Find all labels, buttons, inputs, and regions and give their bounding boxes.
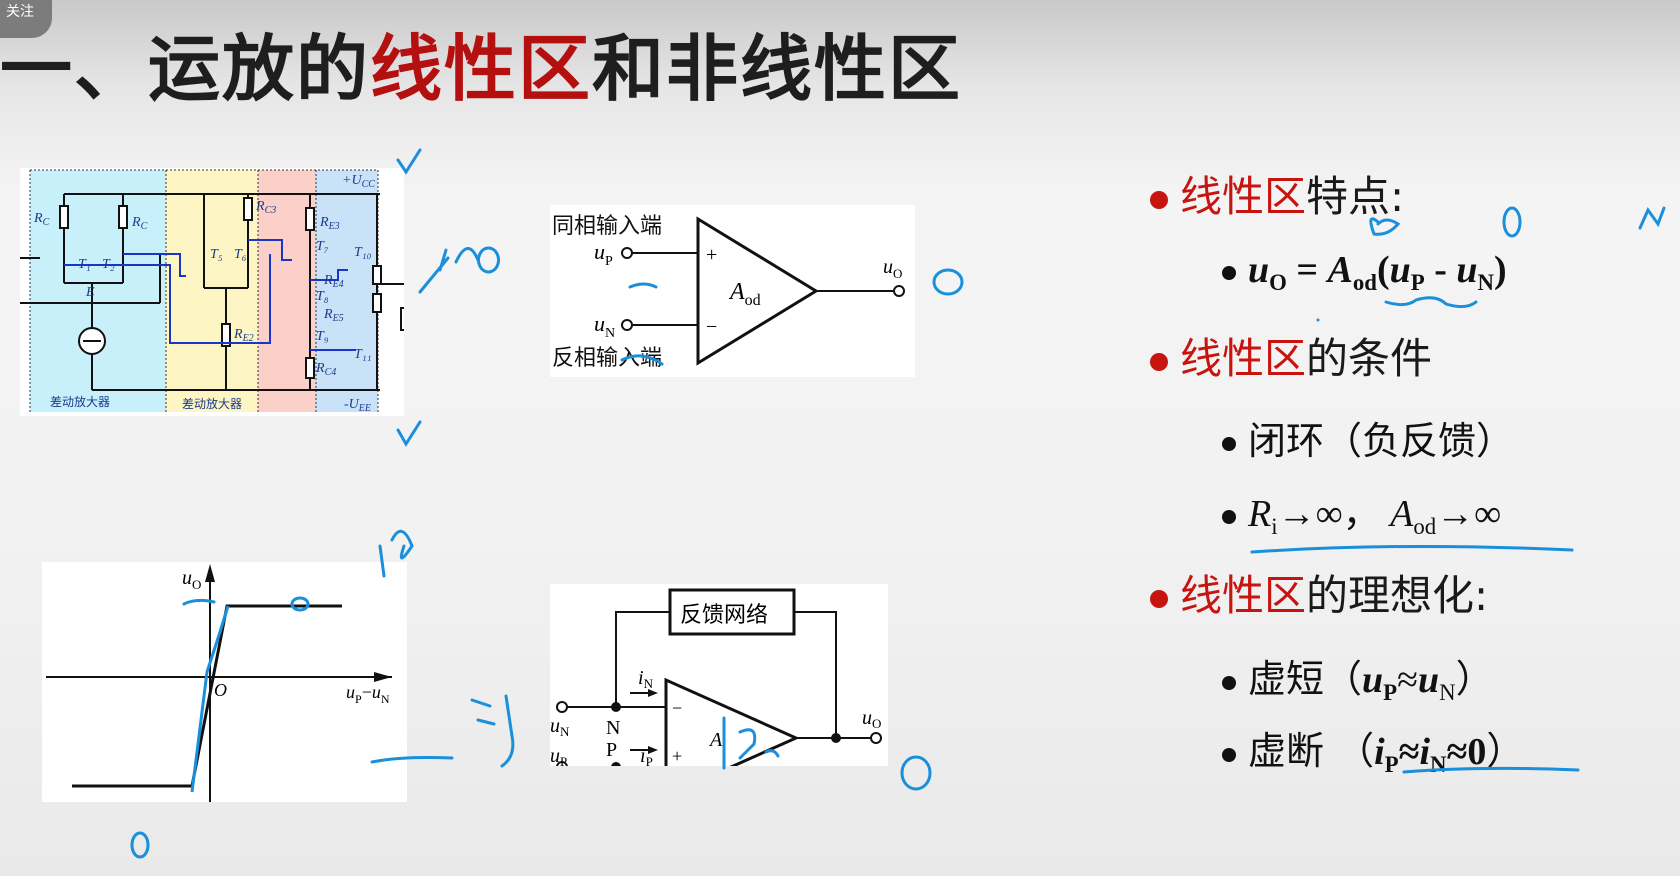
svg-text:+: + <box>672 746 682 766</box>
follow-badge[interactable]: 关注 <box>0 0 52 38</box>
red-bullet-icon <box>1150 190 1168 209</box>
bullet-closed-loop: 闭环（负反馈） <box>1222 410 1514 465</box>
svg-text:T₇: T₇ <box>316 239 329 254</box>
svg-text:RE2: RE2 <box>233 327 254 344</box>
svg-text:T₅: T₅ <box>210 247 223 262</box>
svg-text:uN: uN <box>550 715 570 739</box>
svg-text:uP: uP <box>594 239 613 269</box>
stage-label-2: 差动放大器 <box>182 396 242 411</box>
svg-text:T₉: T₉ <box>316 329 329 344</box>
svg-text:uN: uN <box>594 311 615 341</box>
transfer-characteristic-plot: uO O uP−uN <box>42 562 407 802</box>
svg-text:+UCC: +UCC <box>342 173 375 190</box>
svg-text:uO: uO <box>883 256 902 281</box>
opamp-internal-circuit: RC RC RC3 RE3 RE2 RE4 RE5 RC4 T₁ T₂ T₅ T… <box>20 168 410 416</box>
svg-text:Aod: Aod <box>728 279 761 309</box>
title-prefix: 一、运放的 <box>0 27 371 111</box>
feedback-circuit-diagram: 反馈网络 iN iP N P uN uP uO A − + <box>550 584 888 799</box>
svg-text:A: A <box>708 729 723 751</box>
svg-text:RE3: RE3 <box>319 215 340 232</box>
svg-text:E: E <box>85 285 95 300</box>
svg-text:T₁: T₁ <box>78 257 91 272</box>
bullet-icon <box>1222 748 1236 763</box>
svg-text:O: O <box>214 680 227 700</box>
bullet-formula: uO = Aod(uP - uN) <box>1222 248 1507 296</box>
svg-text:T₆: T₆ <box>234 247 247 262</box>
inverting-input-label: 反相输入端 <box>552 345 662 370</box>
stage-label-1: 差动放大器 <box>50 394 110 409</box>
title-highlight: 线性区 <box>370 27 593 111</box>
bullet-icon <box>1222 436 1236 451</box>
svg-text:-UEE: -UEE <box>344 397 371 414</box>
red-bullet-icon <box>1150 589 1168 608</box>
noninverting-input-label: 同相输入端 <box>552 213 662 238</box>
svg-text:−: − <box>672 698 682 718</box>
bullet-idealization: 线性区的理想化: <box>1150 562 1488 623</box>
svg-text:uP: uP <box>550 745 567 766</box>
rc1-label: RC <box>33 211 50 228</box>
svg-text:uO: uO <box>182 567 201 592</box>
bullet-linear-conditions: 线性区的条件 <box>1150 325 1432 386</box>
svg-text:T₁₁: T₁₁ <box>354 347 372 362</box>
svg-text:N: N <box>606 717 620 739</box>
bullet-virtual-short: 虚短（uP≈uN） <box>1222 648 1494 706</box>
svg-text:RE4: RE4 <box>323 273 344 290</box>
bullet-ri-aod: Ri→∞， Aod→∞ <box>1222 482 1501 540</box>
svg-text:iP: iP <box>640 745 653 766</box>
bullet-virtual-open: 虚断 （iP≈iN≈0） <box>1222 720 1524 778</box>
svg-text:RC3: RC3 <box>255 199 276 216</box>
svg-text:T₂: T₂ <box>102 257 115 272</box>
feedback-network-label: 反馈网络 <box>680 602 768 627</box>
svg-text:RC: RC <box>131 215 148 232</box>
svg-text:RE5: RE5 <box>323 307 344 324</box>
svg-text:+: + <box>706 244 717 266</box>
svg-text:uO: uO <box>862 707 881 731</box>
red-bullet-icon <box>1150 352 1168 371</box>
follow-label: 关注 <box>6 4 34 20</box>
svg-text:T₈: T₈ <box>316 289 329 304</box>
svg-text:RC4: RC4 <box>315 361 336 378</box>
bullet-linear-features: 线性区特点: <box>1150 163 1404 224</box>
svg-text:uP−uN: uP−uN <box>346 682 390 706</box>
bullet-icon <box>1222 676 1236 691</box>
svg-text:iN: iN <box>638 667 654 691</box>
page-title: 一、运放的线性区和非线性区 <box>0 10 962 115</box>
opamp-symbol-diagram: 同相输入端 反相输入端 + − Aod uP uN uO <box>550 205 915 377</box>
title-suffix: 和非线性区 <box>592 27 963 111</box>
svg-text:P: P <box>606 739 617 761</box>
bullet-icon <box>1222 266 1236 281</box>
svg-text:T₁₀: T₁₀ <box>354 245 372 260</box>
svg-text:−: − <box>706 316 717 338</box>
bullet-icon <box>1222 510 1236 525</box>
